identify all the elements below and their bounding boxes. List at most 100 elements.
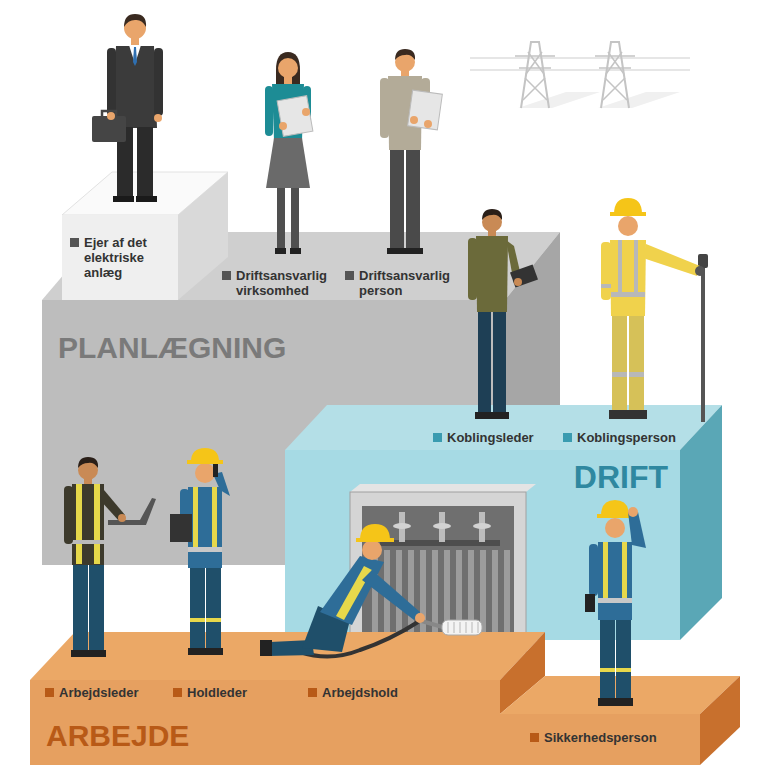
team-leader-figure [205, 648, 223, 655]
responsible-person-figure [395, 49, 415, 60]
owner-label: Ejer af det elektriske anlæg [84, 235, 172, 280]
work-team-figure [320, 556, 384, 625]
work-leader-figure [94, 484, 100, 564]
switchgear-cabinet [433, 523, 451, 529]
role-label: Driftsansvarlig virksomhed [222, 268, 344, 298]
responsible-person-figure [390, 150, 404, 250]
switching-leader-figure [478, 312, 491, 414]
safety-person-figure [616, 620, 631, 700]
switching-person-figure [610, 212, 646, 216]
responsible-person-figure [380, 78, 389, 138]
owner-figure [113, 196, 134, 202]
bullet-square [563, 433, 572, 442]
company-figure [275, 248, 286, 254]
switching-person-figure [618, 240, 622, 292]
owner-figure [92, 14, 163, 202]
work-platform [700, 676, 740, 765]
team-leader-figure [206, 568, 221, 650]
bullet-square [433, 433, 442, 442]
owner-figure [107, 48, 116, 116]
switching-person-figure [695, 266, 705, 276]
safety-person-figure [598, 598, 632, 603]
safety-person-figure [605, 518, 625, 538]
level-title: PLANLÆGNING [58, 330, 497, 366]
work-leader-figure [84, 478, 92, 485]
safety-person-figure [616, 668, 631, 672]
work-platform [30, 632, 740, 765]
switching-person-figure [601, 284, 611, 288]
power-tower [515, 52, 555, 100]
safety-person-figure [628, 512, 646, 548]
safety-person-figure [598, 542, 632, 620]
role-label: Koblingsleder [433, 430, 534, 445]
company-figure [291, 188, 299, 250]
work-leader-figure [76, 484, 82, 564]
owner-figure [107, 112, 115, 120]
bullet-square [345, 271, 354, 280]
safety-person-figure [598, 698, 616, 706]
work-platform [30, 680, 500, 765]
company-figure [265, 52, 313, 254]
switching-person-figure [601, 198, 708, 422]
role-name: Sikkerhedsperson [544, 730, 657, 745]
bullet-square [173, 688, 182, 697]
team-leader-figure [195, 463, 215, 483]
safety-person-figure [628, 507, 638, 517]
bullet-square [308, 688, 317, 697]
switching-leader-figure [482, 209, 502, 220]
work-leader-figure [108, 498, 156, 525]
role-name: Holdleder [187, 685, 247, 700]
bullet-square [45, 688, 54, 697]
switching-leader-figure [476, 236, 508, 312]
team-leader-figure [190, 568, 205, 650]
company-figure [266, 138, 310, 188]
power-tower [595, 52, 635, 100]
work-team-figure [260, 640, 272, 656]
owner-figure [154, 48, 163, 116]
safety-person-figure [603, 542, 608, 602]
work-platform [30, 632, 545, 680]
work-leader-figure [118, 514, 126, 522]
power-lines [518, 92, 600, 108]
work-leader-figure [88, 650, 106, 657]
work-platform [500, 714, 700, 765]
power-tower [515, 42, 555, 108]
team-leader-figure [170, 514, 192, 542]
operation-platform [285, 450, 680, 640]
company-figure [284, 76, 292, 85]
work-team-figure [336, 566, 372, 620]
work-team-figure [360, 524, 390, 540]
work-team-figure [260, 524, 482, 657]
role-name: Arbejdshold [322, 685, 398, 700]
responsible-person-figure [387, 248, 405, 254]
work-team-figure [362, 540, 382, 560]
switching-person-figure [643, 244, 700, 276]
role-label: Arbejdsleder [45, 685, 138, 700]
role-name: Arbejdsleder [59, 685, 138, 700]
company-figure [276, 52, 300, 84]
switching-person-figure [609, 410, 628, 419]
switching-person-figure [629, 316, 644, 412]
work-team-figure [448, 622, 478, 633]
switching-leader-figure [488, 230, 496, 237]
company-figure [265, 86, 273, 136]
role-name: Koblingsperson [577, 430, 676, 445]
work-leader-figure [64, 457, 156, 657]
owner-pedestal [178, 172, 228, 300]
safety-person-figure [597, 514, 633, 518]
responsible-person-figure [408, 90, 443, 130]
owner-figure [136, 196, 157, 202]
owner-figure [133, 47, 137, 66]
safety-person-figure [601, 500, 629, 516]
team-leader-figure [188, 487, 222, 568]
switching-leader-figure [514, 278, 522, 286]
switchgear-cabinet [473, 523, 491, 529]
switching-person-figure [612, 316, 627, 412]
work-team-figure [356, 538, 394, 542]
work-leader-figure [72, 484, 104, 565]
power-tower [595, 42, 635, 108]
responsible-person-figure [410, 116, 418, 124]
owner-figure [113, 46, 157, 128]
work-leader-figure [71, 650, 89, 657]
